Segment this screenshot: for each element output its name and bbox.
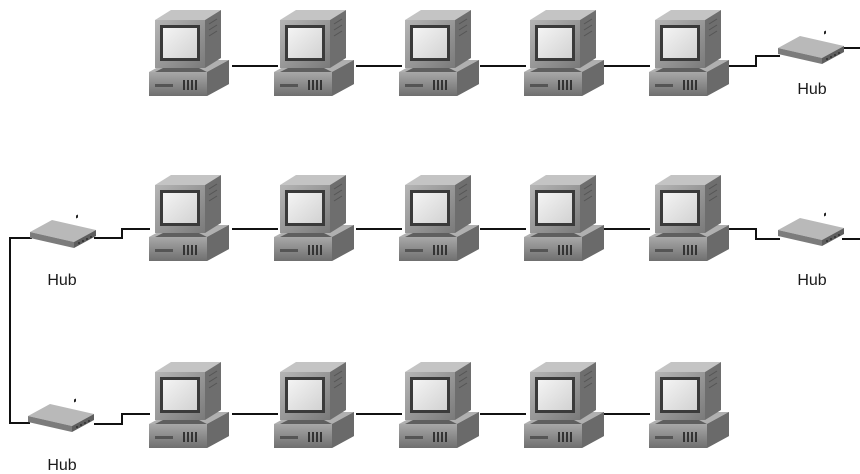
computer-icon — [398, 9, 480, 97]
computer-icon — [273, 9, 355, 97]
computer-icon — [523, 174, 605, 262]
computer-icon — [648, 174, 730, 262]
row-3: Hub — [28, 361, 730, 474]
computer-icon — [273, 174, 355, 262]
hub-icon — [778, 30, 844, 64]
row-1: Hub — [148, 9, 844, 98]
network-cables — [9, 47, 860, 425]
hub-label: Hub — [797, 272, 826, 289]
cable-row1-5-hub — [728, 55, 780, 67]
hub-icon — [30, 214, 96, 248]
cable-row2-5-hub — [728, 228, 780, 240]
computer-icon — [648, 9, 730, 97]
computer-icon — [273, 361, 355, 449]
hub-icon — [778, 212, 844, 246]
row-2: Hub Hub — [30, 174, 844, 289]
hub-label: Hub — [47, 272, 76, 289]
computer-icon — [398, 174, 480, 262]
computer-icon — [148, 361, 230, 449]
computer-icon — [148, 9, 230, 97]
computer-icon — [523, 9, 605, 97]
hub-label: Hub — [797, 81, 826, 98]
computer-icon — [523, 361, 605, 449]
hub-icon — [28, 398, 94, 432]
cable-hub-link — [9, 237, 32, 424]
cable-row2-hub-1 — [94, 228, 150, 239]
computer-icon — [398, 361, 480, 449]
hub-label: Hub — [47, 457, 76, 474]
computer-icon — [148, 174, 230, 262]
cable-row3-hub-1 — [94, 413, 150, 425]
computer-icon — [648, 361, 730, 449]
